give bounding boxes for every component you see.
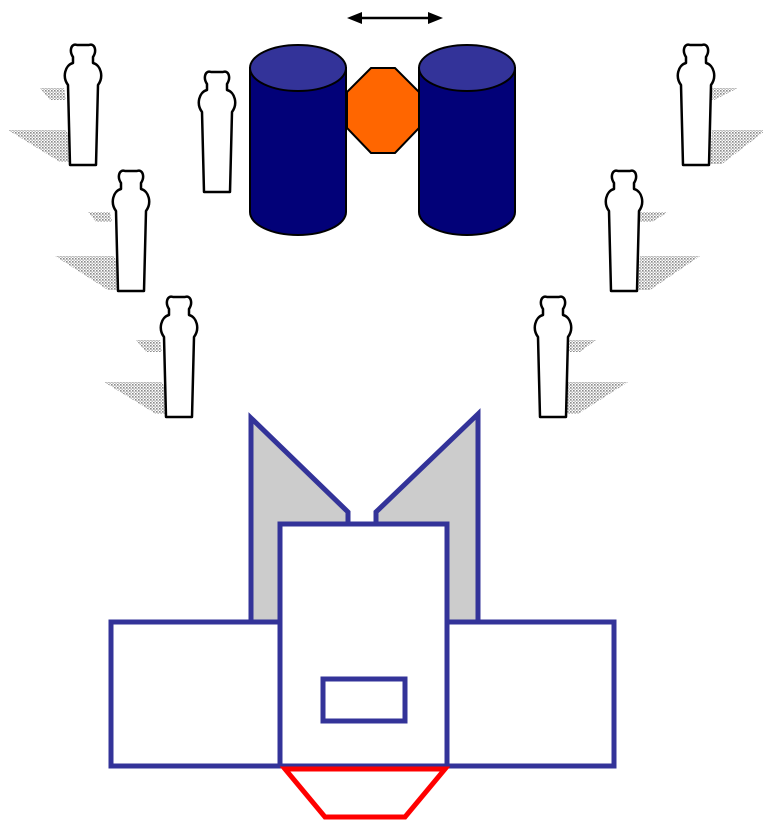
left-cylinder: [249, 44, 347, 236]
front-trapezoid: [279, 766, 451, 820]
center-box: [277, 521, 450, 769]
octagon: [346, 67, 420, 154]
left-box: [108, 619, 283, 769]
inner-panel: [320, 676, 408, 724]
right-cylinder: [418, 44, 516, 236]
structure: [108, 408, 617, 820]
double-arrow-icon: [347, 12, 443, 24]
right-box: [444, 619, 617, 769]
